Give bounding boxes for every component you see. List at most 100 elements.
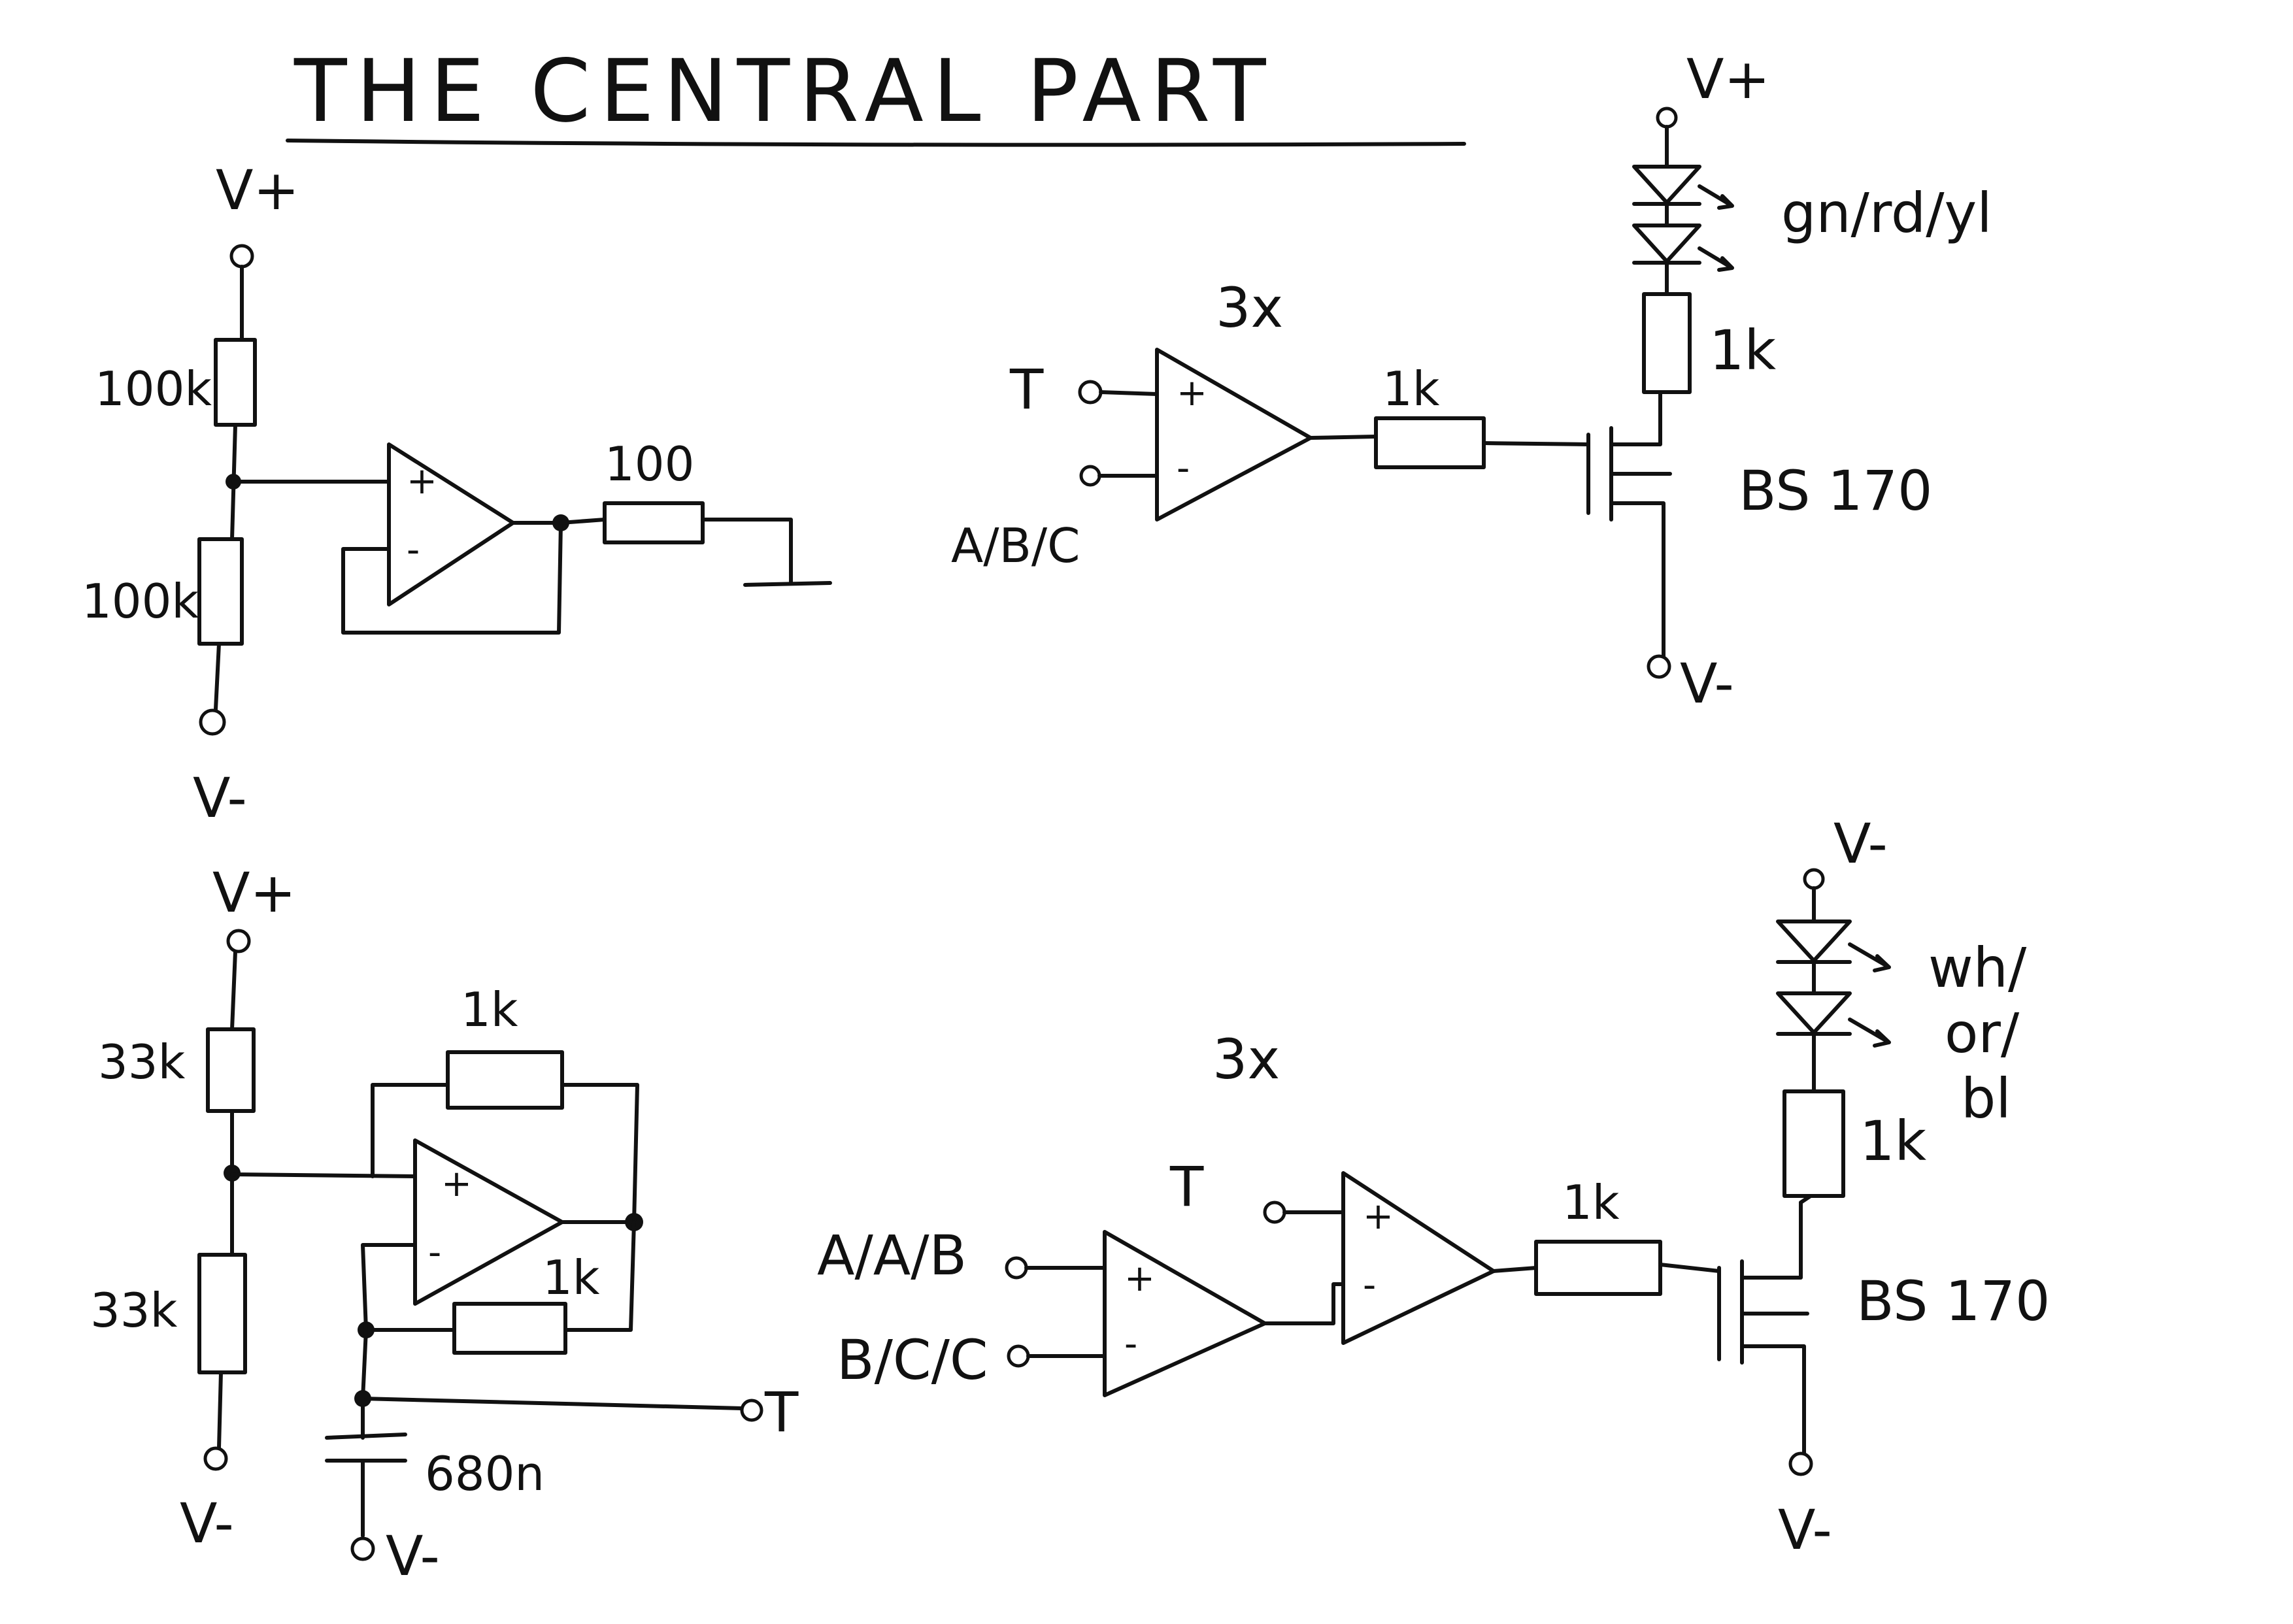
driver1-opamp	[1155, 348, 1313, 522]
osc-output-terminal	[740, 1399, 763, 1422]
osc-resistor-top	[206, 1027, 256, 1113]
driver2-input-a-terminal	[1005, 1256, 1028, 1280]
driver2-supply-bottom-label: V-	[1778, 1498, 1832, 1562]
driver1-led-1	[1632, 165, 1701, 205]
osc-wire	[560, 1083, 639, 1224]
driver1-wire	[1482, 441, 1590, 446]
vref-supply-top-terminal	[229, 244, 254, 269]
driver1-multiplier: 3x	[1216, 276, 1283, 340]
driver1-supply-top-terminal	[1656, 107, 1678, 129]
vref-opamp-plus: +	[407, 460, 437, 503]
driver2-led-colors-2: or/	[1945, 1001, 2020, 1065]
title-underline	[286, 139, 1466, 147]
driver1-led-resistor	[1642, 292, 1692, 394]
driver2-input-t-terminal	[1263, 1201, 1286, 1224]
driver2-wire	[1492, 1266, 1538, 1273]
driver1-led-2	[1632, 224, 1701, 263]
driver1-transistor-label: BS 170	[1739, 459, 1933, 523]
vref-ground-bar	[743, 581, 832, 587]
driver1-wire	[1099, 390, 1159, 396]
osc-wire	[361, 1397, 744, 1410]
driver1-input-minus-terminal	[1079, 465, 1101, 487]
driver2-gate-resistor-label: 1k	[1562, 1175, 1620, 1230]
driver2-transistor-label: BS 170	[1856, 1269, 2050, 1333]
osc-resistor-bottom-label: 33k	[90, 1283, 178, 1338]
driver2-comparator-minus: -	[1124, 1323, 1137, 1365]
voltage-reference-circuit: V+ 100k 100k V- + - 100	[82, 158, 832, 830]
driver2-supply-top-terminal	[1803, 868, 1825, 890]
osc-capacitor-label: 680n	[425, 1446, 544, 1501]
vref-supply-top-label: V+	[216, 158, 299, 222]
vref-wire	[701, 518, 793, 585]
osc-opamp-minus: -	[428, 1231, 441, 1274]
osc-timing-resistor	[452, 1302, 567, 1355]
driver2-led-1	[1776, 920, 1852, 963]
driver2-supply-top-label: V-	[1833, 812, 1888, 876]
driver1-led-colors: gn/rd/yl	[1781, 181, 1992, 245]
osc-supply-top-terminal	[226, 929, 251, 953]
driver2-led-1-light	[1848, 942, 1891, 972]
driver2-mosfet-source	[1740, 1344, 1806, 1456]
driver1-led-resistor-label: 1k	[1709, 318, 1776, 382]
driver2-led-2-light	[1848, 1018, 1891, 1048]
vref-resistor-top	[214, 338, 257, 427]
title-block: THE CENTRAL PART	[286, 41, 1466, 147]
osc-wire	[563, 1220, 636, 1332]
driver2-opamp-plus: +	[1363, 1195, 1394, 1238]
driver2-opamp	[1341, 1171, 1496, 1345]
driver2-gate-resistor	[1534, 1240, 1662, 1296]
osc-opamp-plus: +	[441, 1163, 472, 1205]
driver1-supply-top-label: V+	[1686, 47, 1770, 111]
driver1-led-1-light	[1698, 184, 1734, 210]
driver1-input-minus-label: A/B/C	[951, 518, 1080, 573]
vref-supply-bottom-label: V-	[193, 766, 247, 830]
osc-feedback-resistor-label: 1k	[461, 982, 518, 1037]
driver2-led-resistor-label: 1k	[1860, 1109, 1926, 1173]
driver2-led-resistor	[1783, 1089, 1845, 1198]
driver1-gate-resistor-label: 1k	[1382, 361, 1440, 416]
driver1-wire	[1309, 435, 1378, 440]
driver2-multiplier: 3x	[1213, 1027, 1280, 1091]
vref-feedback-wire	[341, 521, 563, 635]
osc-opamp	[413, 1138, 564, 1306]
driver2-input-b-label: B/C/C	[837, 1328, 988, 1392]
driver1-supply-bottom-label: V-	[1680, 652, 1734, 716]
driver2-led-colors-1: wh/	[1928, 936, 2027, 1000]
vref-opamp-minus: -	[407, 529, 420, 571]
osc-supply-bottom-label: V-	[180, 1491, 234, 1555]
osc-supply-top-label: V+	[212, 861, 296, 925]
vref-wire	[559, 518, 607, 525]
driver2-led-2	[1776, 991, 1852, 1035]
driver2-input-a-label: A/A/B	[817, 1223, 967, 1287]
driver2-input-b-terminal	[1007, 1344, 1030, 1368]
vref-opamp	[387, 442, 515, 606]
vref-wire	[214, 642, 221, 711]
osc-output-label: T	[764, 1380, 799, 1444]
driver2-comparator	[1103, 1230, 1267, 1397]
vref-resistor-bottom-label: 100k	[82, 574, 199, 629]
osc-capacitor-plate-1	[325, 1433, 407, 1440]
driver2-comparator-plus: +	[1124, 1257, 1155, 1300]
osc-wire	[230, 1172, 417, 1178]
driver2-wire	[1263, 1282, 1345, 1325]
vref-resistor-top-label: 100k	[95, 361, 212, 416]
driver2-opamp-minus: -	[1363, 1264, 1376, 1306]
page-title: THE CENTRAL PART	[293, 41, 1275, 142]
driver1-gate-resistor	[1374, 416, 1486, 469]
osc-resistor-top-label: 33k	[98, 1035, 186, 1089]
oscillator-circuit: V+ 33k 33k V- + - 1k 1k	[90, 861, 799, 1588]
osc-wire	[371, 1083, 450, 1178]
osc-wire	[230, 950, 237, 1031]
driver1-mosfet-drain	[1609, 390, 1662, 446]
vref-supply-bottom-terminal	[199, 708, 226, 736]
driver1-input-plus-terminal	[1078, 380, 1103, 405]
osc-cap-ground-label: V-	[386, 1524, 440, 1588]
driver1-input-plus-label: T	[1009, 357, 1044, 422]
osc-wire	[217, 1370, 223, 1450]
osc-cap-ground-terminal	[350, 1536, 375, 1561]
osc-resistor-bottom	[197, 1253, 247, 1374]
vref-output-resistor-label: 100	[605, 437, 694, 491]
driver2-led-colors-3: bl	[1961, 1067, 2011, 1131]
